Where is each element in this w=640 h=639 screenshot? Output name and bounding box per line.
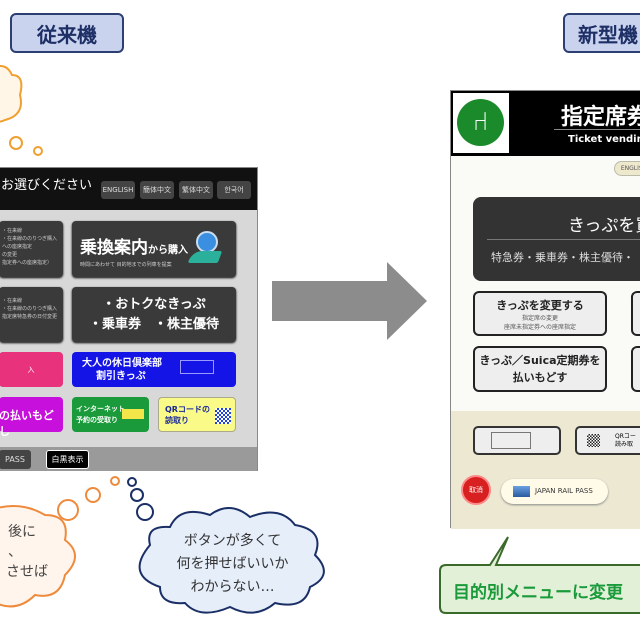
- text: わからない…: [190, 579, 275, 595]
- new-qr-button[interactable]: QRコー 読み取: [575, 426, 640, 455]
- clock-icon: [196, 231, 218, 253]
- deals-line2: ・乗車券 ・株主優待: [88, 316, 219, 332]
- text: ・在来線: [2, 228, 23, 234]
- mount-fuji-icon: [513, 486, 530, 497]
- old-machine-label: 従来機: [10, 13, 124, 53]
- eki-net-icon: [122, 409, 144, 419]
- new-machine-label: 新型機: [563, 13, 640, 53]
- jr-pass-label: JAPAN RAIL PASS: [535, 487, 593, 495]
- bw-display-button[interactable]: 白黒表示: [46, 450, 89, 469]
- otona-logo-icon: [180, 360, 214, 374]
- seat-logo: ⑁: [453, 93, 509, 153]
- right-button-2[interactable]: [631, 346, 640, 392]
- text: ・在来線ののりつぎ購入: [2, 306, 58, 312]
- lang-simplified[interactable]: 簡体中文: [140, 181, 174, 199]
- new-subtitle: Ticket vending: [568, 134, 640, 145]
- refund-line2: 払いもどす: [512, 371, 568, 384]
- callout-text: 目的別メニューに変更: [453, 583, 623, 603]
- deals-line1: ・おトクなきっぷ: [102, 296, 206, 312]
- lang-korean[interactable]: 한국어: [217, 181, 251, 199]
- otona-club-button[interactable]: [473, 426, 561, 455]
- old-button-regular[interactable]: ・在来線・在来線ののりつぎ購入指定席特急券の日付変更: [0, 287, 63, 342]
- old-title: お選びください: [1, 178, 93, 193]
- change-ticket-button[interactable]: きっぷを変更する 指定席の変更 座席未指定券への座席指定: [473, 291, 607, 336]
- internet-button[interactable]: インターネット 予約の受取り: [72, 397, 149, 432]
- text: 指定券への座席指定）: [2, 260, 53, 266]
- deals-button[interactable]: ・おトクなきっぷ ・乗車券 ・株主優待: [72, 287, 236, 342]
- internet-line1: インターネット: [76, 405, 125, 413]
- right-arrow-icon: [272, 262, 427, 340]
- divider: [554, 129, 640, 130]
- blue-bubble-text: ボタンが多くて 何を押せばいいか わからない…: [150, 530, 315, 599]
- text: の変更: [2, 252, 18, 258]
- buy-title: きっぷを買: [568, 216, 640, 236]
- new-title: 指定席券: [561, 105, 640, 130]
- transfer-suffix: から購入: [148, 245, 188, 256]
- otona-button[interactable]: 大人の休日倶楽部 割引きっぷ: [72, 352, 236, 387]
- lang-english[interactable]: ENGLISH: [101, 181, 135, 199]
- old-footer: [0, 447, 257, 471]
- orange-thought-bubble: [0, 476, 120, 608]
- seat-icon: ⑁: [457, 99, 504, 146]
- text: させば: [6, 564, 48, 580]
- otona-line2: 割引きっぷ: [96, 371, 146, 382]
- qr-icon: [215, 408, 231, 424]
- internet-line2: 予約の受取り: [76, 416, 118, 424]
- qr-line2: 読取り: [165, 416, 189, 425]
- old-machine-screen: お選びください ENGLISH 簡体中文 繁体中文 한국어 ・在来線・在来線のの…: [0, 167, 258, 471]
- new-machine-screen: ⑁ 指定席券 Ticket vending ENGLISH きっぷを買 特急券・…: [450, 90, 640, 529]
- english-button[interactable]: ENGLISH: [614, 161, 640, 176]
- text: への座席指定: [2, 244, 33, 250]
- text: 何を押せばいいか: [176, 556, 289, 572]
- otona-line1: 大人の休日倶楽部: [82, 358, 162, 369]
- text: ・在来線: [2, 298, 23, 304]
- train-icon: [187, 251, 223, 263]
- orange-bubble-text: 後に 、 させば: [0, 522, 48, 582]
- qr-icon: [587, 434, 600, 447]
- new-header: ⑁ 指定席券 Ticket vending: [451, 91, 640, 156]
- qr-line1: QRコー: [615, 433, 636, 440]
- orange-thought-top: [0, 65, 43, 156]
- transfer-guide-button[interactable]: 乗換案内から購入 時間にあわせて 目的地までの列車を提案: [72, 221, 236, 277]
- cancel-button[interactable]: 取消: [461, 475, 491, 505]
- change-sub2: 座席未指定券への座席指定: [503, 323, 576, 331]
- refund-ticket-button[interactable]: きっぷ／Suica定期券を 払いもどす: [473, 346, 607, 392]
- change-sub1: 指定席の変更: [521, 314, 558, 322]
- jr-pass-button[interactable]: JAPAN RAIL PASS: [501, 479, 608, 504]
- divider: [487, 239, 640, 240]
- text: ボタンが多くて: [183, 533, 282, 549]
- qr-button[interactable]: QRコードの 読取り: [158, 397, 236, 432]
- transfer-title: 乗換案内: [80, 238, 148, 258]
- qr-line1: QRコードの: [165, 405, 210, 414]
- qr-line2: 読み取: [615, 441, 634, 448]
- old-button-reserved[interactable]: ・在来線・在来線ののりつぎ購入への座席指定の変更指定券への座席指定）: [0, 221, 63, 277]
- text: 、: [8, 544, 22, 560]
- pass-button[interactable]: PASS: [0, 450, 31, 469]
- text: 指定席特急券の日付変更: [2, 314, 58, 320]
- buy-ticket-button[interactable]: きっぷを買 特急券・乗車券・株主優待・: [473, 197, 640, 281]
- callout-shape: [439, 536, 640, 614]
- text: ・在来線ののりつぎ購入: [2, 236, 58, 242]
- blue-thought-bubble: [127, 477, 325, 614]
- right-button-1[interactable]: [631, 291, 640, 336]
- transfer-sub: 時間にあわせて 目的地までの列車を提案: [80, 262, 172, 268]
- refund-button[interactable]: の払いもどし: [0, 397, 63, 438]
- otona-logo-icon: [491, 432, 531, 449]
- lang-traditional[interactable]: 繁体中文: [179, 181, 213, 199]
- old-header: お選びください ENGLISH 簡体中文 繁体中文 한국어: [0, 168, 257, 210]
- buy-sub: 特急券・乗車券・株主優待・: [491, 251, 634, 264]
- refund-line1: きっぷ／Suica定期券を: [479, 354, 601, 367]
- pink-button[interactable]: 入: [0, 352, 63, 387]
- text: 後に: [8, 524, 36, 540]
- change-title: きっぷを変更する: [496, 298, 584, 312]
